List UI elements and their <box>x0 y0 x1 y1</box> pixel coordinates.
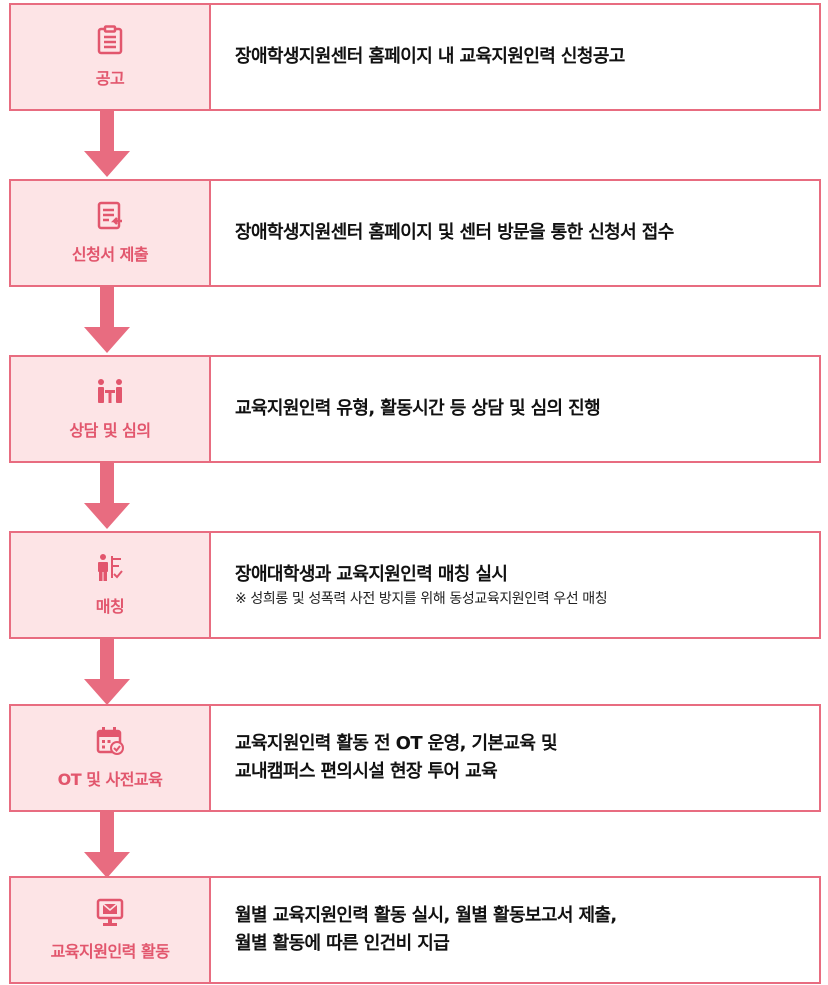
step-label: 공고 <box>95 69 125 88</box>
step-note: ※ 성희롱 및 성폭력 사전 방지를 위해 동성교육지원인력 우선 매칭 <box>235 591 608 607</box>
monitor-mail-icon <box>96 898 124 926</box>
down-arrow-icon <box>84 639 130 705</box>
step-description-line: 월별 활동에 따른 인건비 지급 <box>235 933 450 954</box>
step-label: OT 및 사전교육 <box>57 770 163 789</box>
step-description-line: 교내캠퍼스 편의시설 현장 투어 교육 <box>235 761 498 782</box>
step-description: 월별 교육지원인력 활동 실시, 월별 활동보고서 제출, 월별 활동에 따른 … <box>235 878 809 982</box>
step-label-box: 공고 <box>11 5 211 109</box>
step-label: 상담 및 심의 <box>69 421 151 440</box>
process-step-consultation: 상담 및 심의 교육지원인력 유형, 활동시간 등 상담 및 심의 진행 <box>9 355 821 463</box>
down-arrow-icon <box>84 111 130 177</box>
down-arrow-icon <box>84 812 130 878</box>
document-submit-icon <box>97 201 122 230</box>
step-label-box: 교육지원인력 활동 <box>11 878 211 982</box>
step-description-line: 장애학생지원센터 홈페이지 및 센터 방문을 통한 신청서 접수 <box>235 222 674 243</box>
step-label-box: 신청서 제출 <box>11 181 211 285</box>
consultation-icon <box>98 379 122 403</box>
matching-icon <box>98 554 123 581</box>
step-description-line: 장애대학생과 교육지원인력 매칭 실시 <box>235 564 508 585</box>
step-description: 교육지원인력 유형, 활동시간 등 상담 및 심의 진행 <box>235 357 809 461</box>
step-label: 매칭 <box>95 597 125 616</box>
down-arrow-icon <box>84 287 130 353</box>
step-description: 장애학생지원센터 홈페이지 및 센터 방문을 통한 신청서 접수 <box>235 181 809 285</box>
process-step-announcement: 공고 장애학생지원센터 홈페이지 내 교육지원인력 신청공고 <box>9 3 821 111</box>
process-step-matching: 매칭 장애대학생과 교육지원인력 매칭 실시 ※ 성희롱 및 성폭력 사전 방지… <box>9 531 821 639</box>
calendar-check-icon <box>96 727 124 755</box>
step-label: 교육지원인력 활동 <box>50 942 170 961</box>
step-label-box: 매칭 <box>11 533 211 637</box>
step-description: 장애대학생과 교육지원인력 매칭 실시 ※ 성희롱 및 성폭력 사전 방지를 위… <box>235 533 809 637</box>
step-description: 교육지원인력 활동 전 OT 운영, 기본교육 및 교내캠퍼스 편의시설 현장 … <box>235 706 809 810</box>
step-label-box: 상담 및 심의 <box>11 357 211 461</box>
step-description-line: 월별 교육지원인력 활동 실시, 월별 활동보고서 제출, <box>235 905 617 926</box>
process-step-orientation: OT 및 사전교육 교육지원인력 활동 전 OT 운영, 기본교육 및 교내캠퍼… <box>9 704 821 812</box>
step-label-box: OT 및 사전교육 <box>11 706 211 810</box>
step-description-line: 교육지원인력 유형, 활동시간 등 상담 및 심의 진행 <box>235 398 601 419</box>
process-step-activity: 교육지원인력 활동 월별 교육지원인력 활동 실시, 월별 활동보고서 제출, … <box>9 876 821 984</box>
step-label: 신청서 제출 <box>71 245 149 264</box>
step-description-line: 장애학생지원센터 홈페이지 내 교육지원인력 신청공고 <box>235 46 625 67</box>
clipboard-icon <box>97 25 123 55</box>
step-description-line: 교육지원인력 활동 전 OT 운영, 기본교육 및 <box>235 733 558 754</box>
process-step-application-submission: 신청서 제출 장애학생지원센터 홈페이지 및 센터 방문을 통한 신청서 접수 <box>9 179 821 287</box>
down-arrow-icon <box>84 463 130 529</box>
step-description: 장애학생지원센터 홈페이지 내 교육지원인력 신청공고 <box>235 5 809 109</box>
